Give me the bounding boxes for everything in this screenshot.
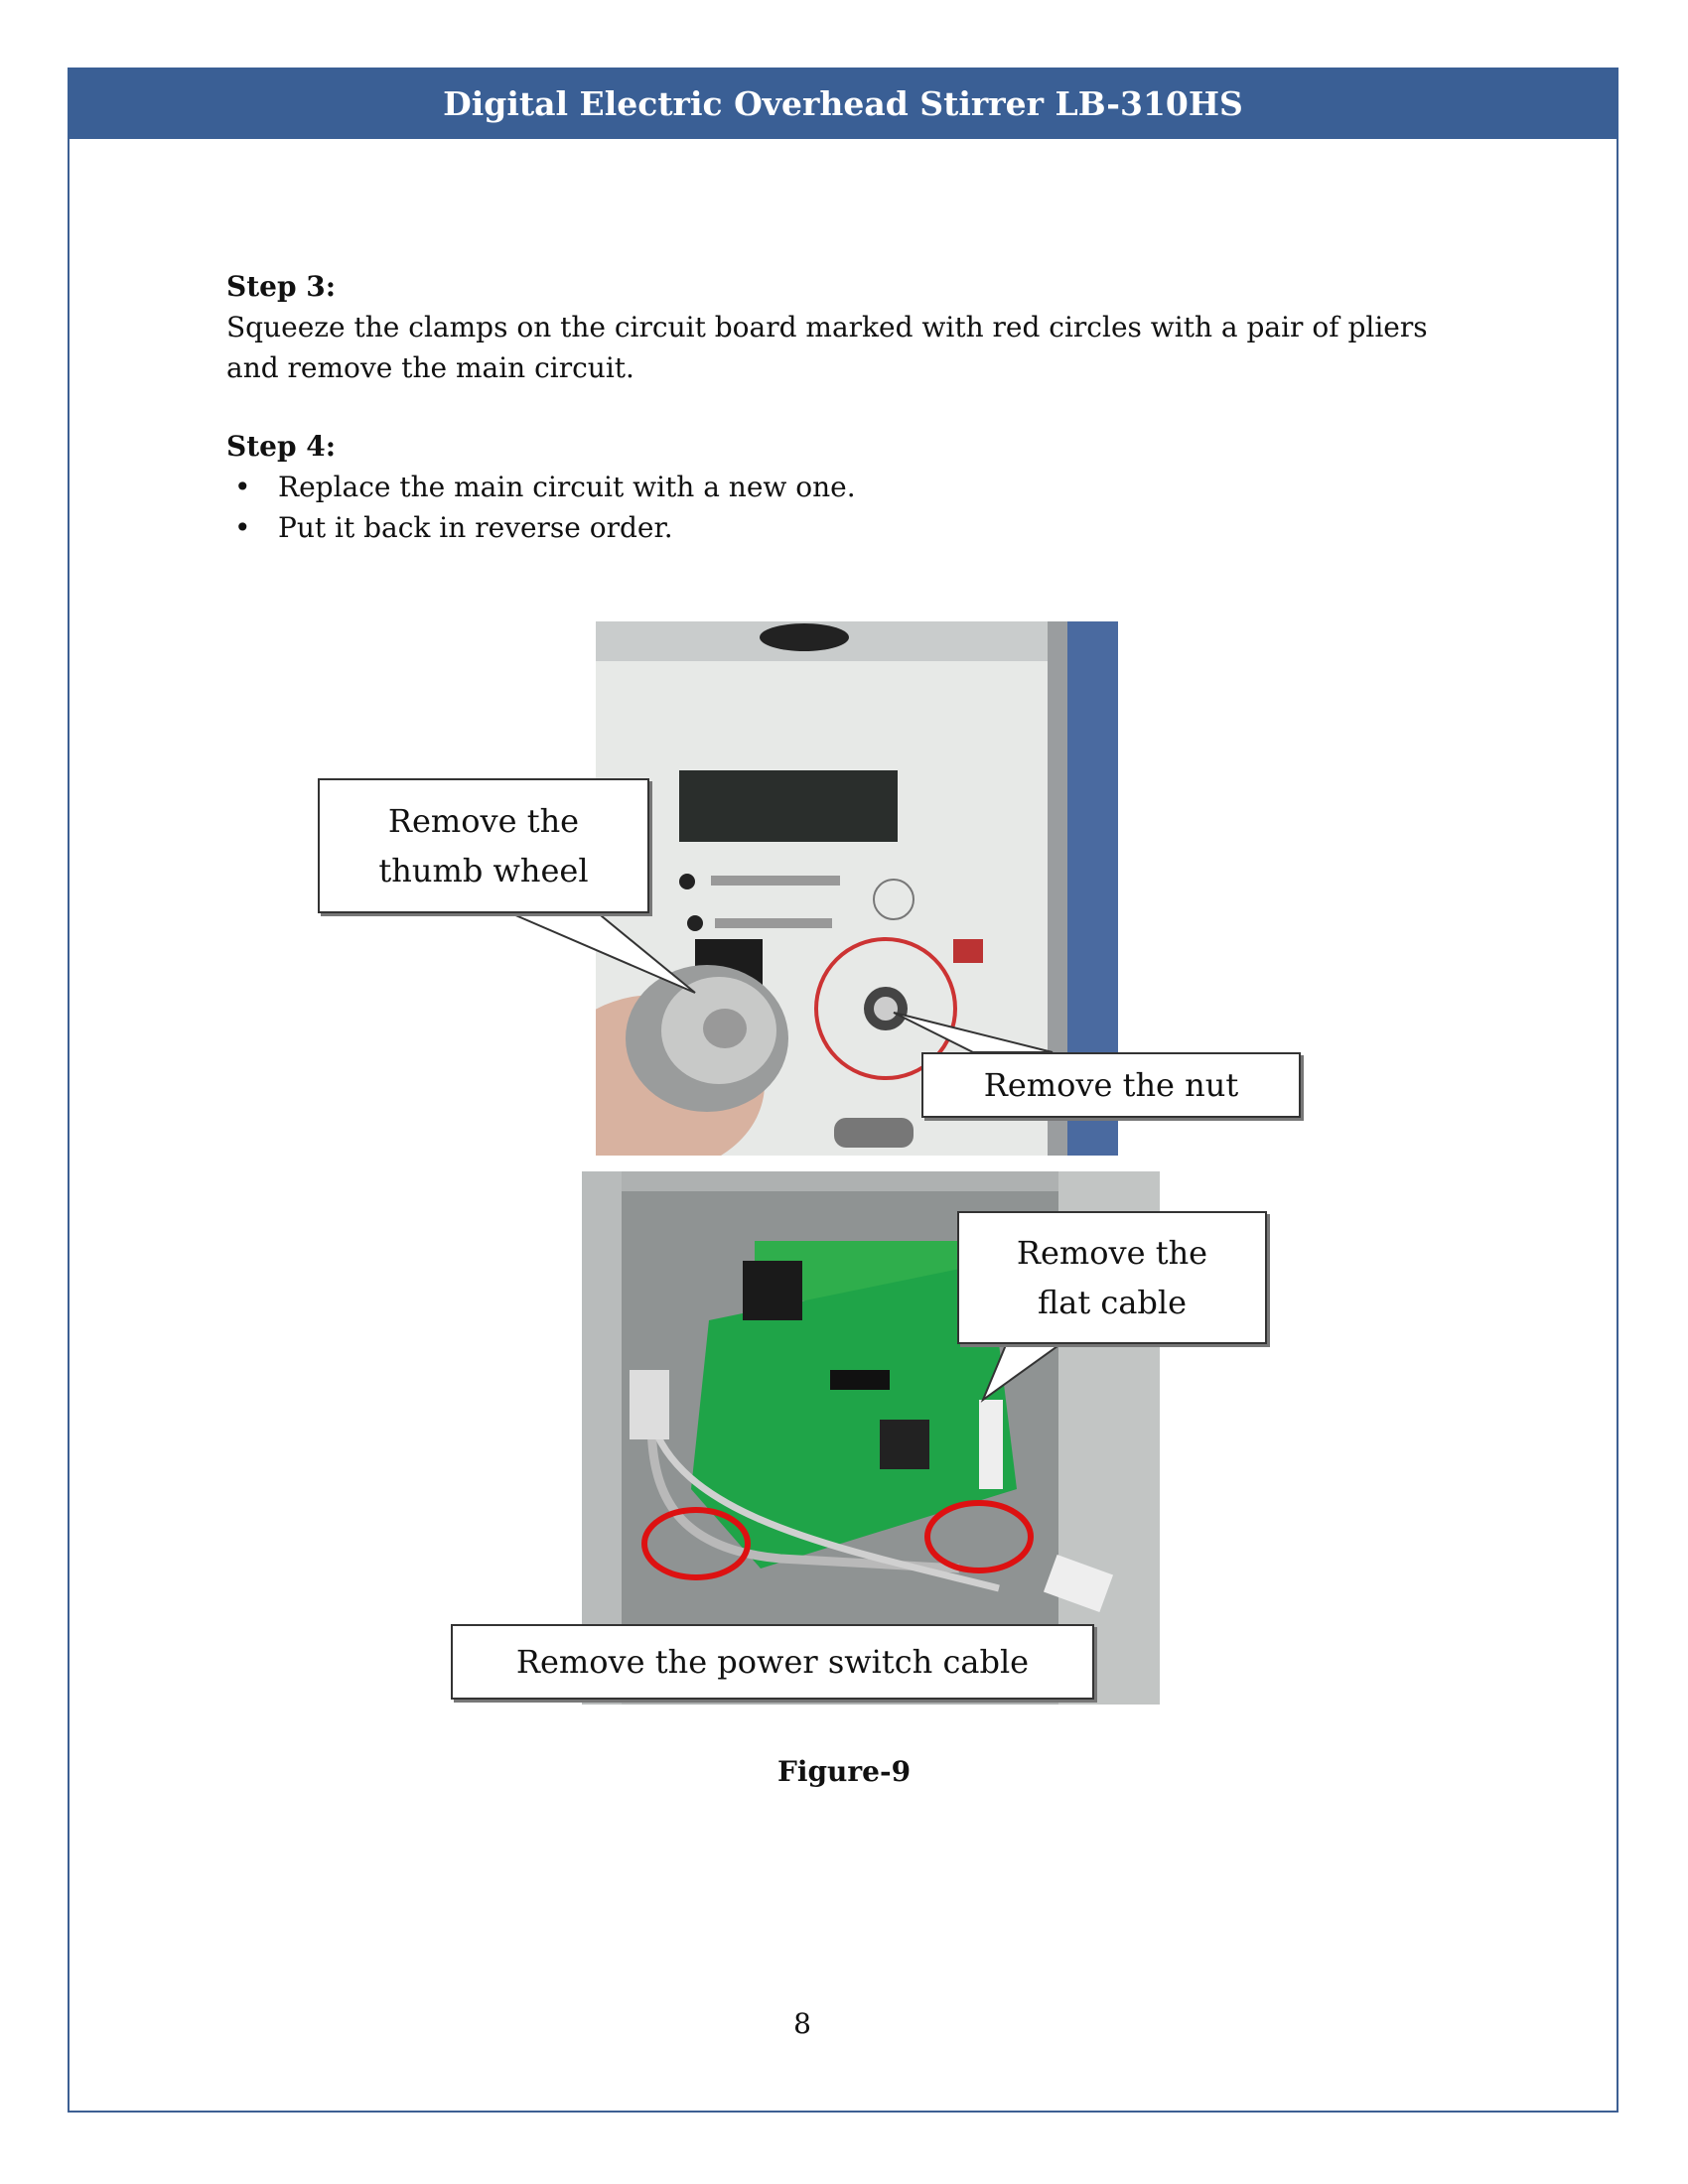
callout-power-switch: Remove the power switch cable xyxy=(451,1624,1094,1700)
callout-flat-cable: Remove the flat cable xyxy=(957,1211,1267,1344)
page-frame xyxy=(68,68,1618,2113)
front-panel-photo xyxy=(596,621,1118,1156)
list-item: •Put it back in reverse order. xyxy=(234,511,673,544)
step4-list: •Replace the main circuit with a new one… xyxy=(226,467,1477,548)
page-header: Digital Electric Overhead Stirrer LB-310… xyxy=(68,68,1618,139)
callout-nut: Remove the nut xyxy=(921,1052,1301,1118)
figure-caption: Figure-9 xyxy=(776,1755,912,1788)
header-title: Digital Electric Overhead Stirrer LB-310… xyxy=(443,83,1243,123)
instructions: Step 3: Squeeze the clamps on the circui… xyxy=(226,266,1477,548)
step4-title: Step 4: xyxy=(226,430,337,463)
step3-title: Step 3: xyxy=(226,270,337,303)
page-number: 8 xyxy=(793,2007,811,2040)
step3-text: Squeeze the clamps on the circuit board … xyxy=(226,311,1428,384)
list-item: •Replace the main circuit with a new one… xyxy=(234,471,856,503)
callout-thumb-wheel: Remove the thumb wheel xyxy=(318,778,649,913)
